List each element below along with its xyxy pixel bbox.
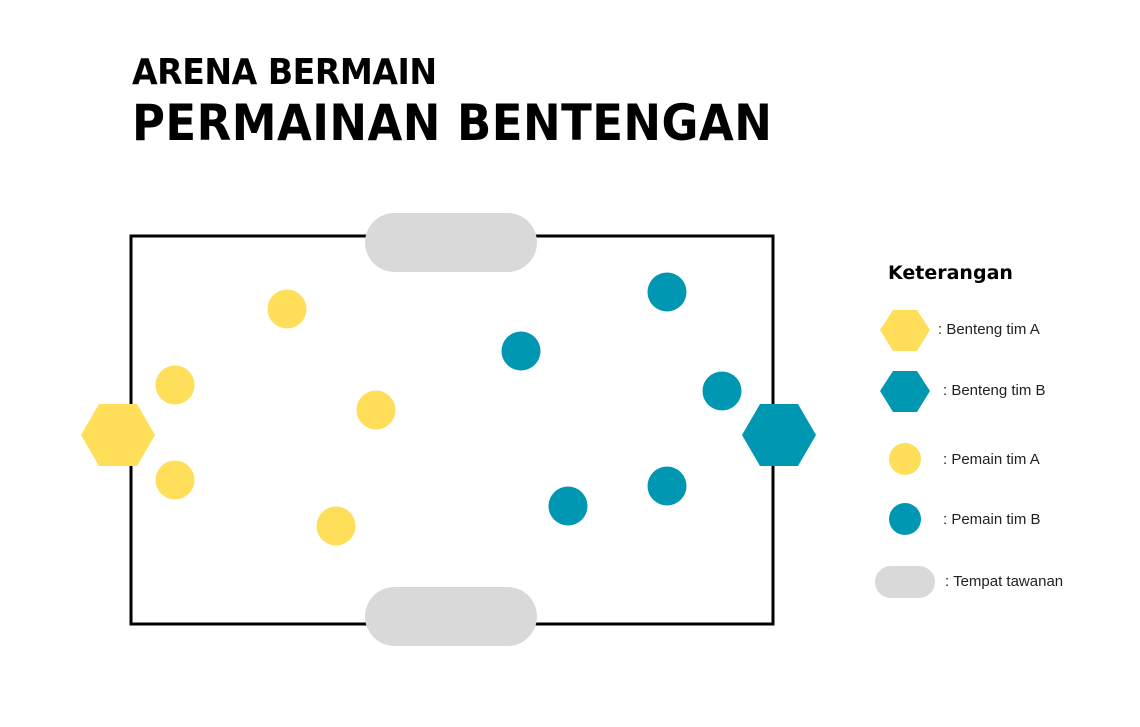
- legend-title: Keterangan: [888, 262, 1013, 284]
- legend-yellow-hexagon-icon: [880, 310, 930, 351]
- legend-teal-hexagon-icon: [880, 371, 930, 412]
- player-team-a: [155, 460, 195, 500]
- legend-gray-pill-icon: [875, 566, 935, 598]
- legend-teal-circle-icon: [889, 503, 921, 535]
- capture-zone-bottom: [365, 587, 537, 646]
- legend-yellow-circle-icon: [889, 443, 921, 475]
- player-team-b: [647, 272, 687, 312]
- player-team-a: [155, 365, 195, 405]
- legend-label-fort-a: : Benteng tim A: [938, 321, 1040, 338]
- player-team-b: [501, 331, 541, 371]
- legend-label-player-b: : Pemain tim B: [943, 511, 1041, 528]
- legend-label-player-a: : Pemain tim A: [943, 451, 1040, 468]
- player-team-a: [267, 289, 307, 329]
- player-team-b: [702, 371, 742, 411]
- player-team-a: [316, 506, 356, 546]
- capture-zone-top: [365, 213, 537, 272]
- fort-team-a-hexagon-icon: [81, 404, 155, 466]
- player-team-b: [548, 486, 588, 526]
- fort-team-b-hexagon-icon: [742, 404, 816, 466]
- player-team-a: [356, 390, 396, 430]
- player-team-b: [647, 466, 687, 506]
- legend-label-capture-zone: : Tempat tawanan: [945, 573, 1064, 590]
- title-line-1: ARENA BERMAIN: [132, 52, 437, 93]
- title-line-2: PERMAINAN BENTENGAN: [132, 94, 773, 152]
- legend-label-fort-b: : Benteng tim B: [943, 382, 1046, 399]
